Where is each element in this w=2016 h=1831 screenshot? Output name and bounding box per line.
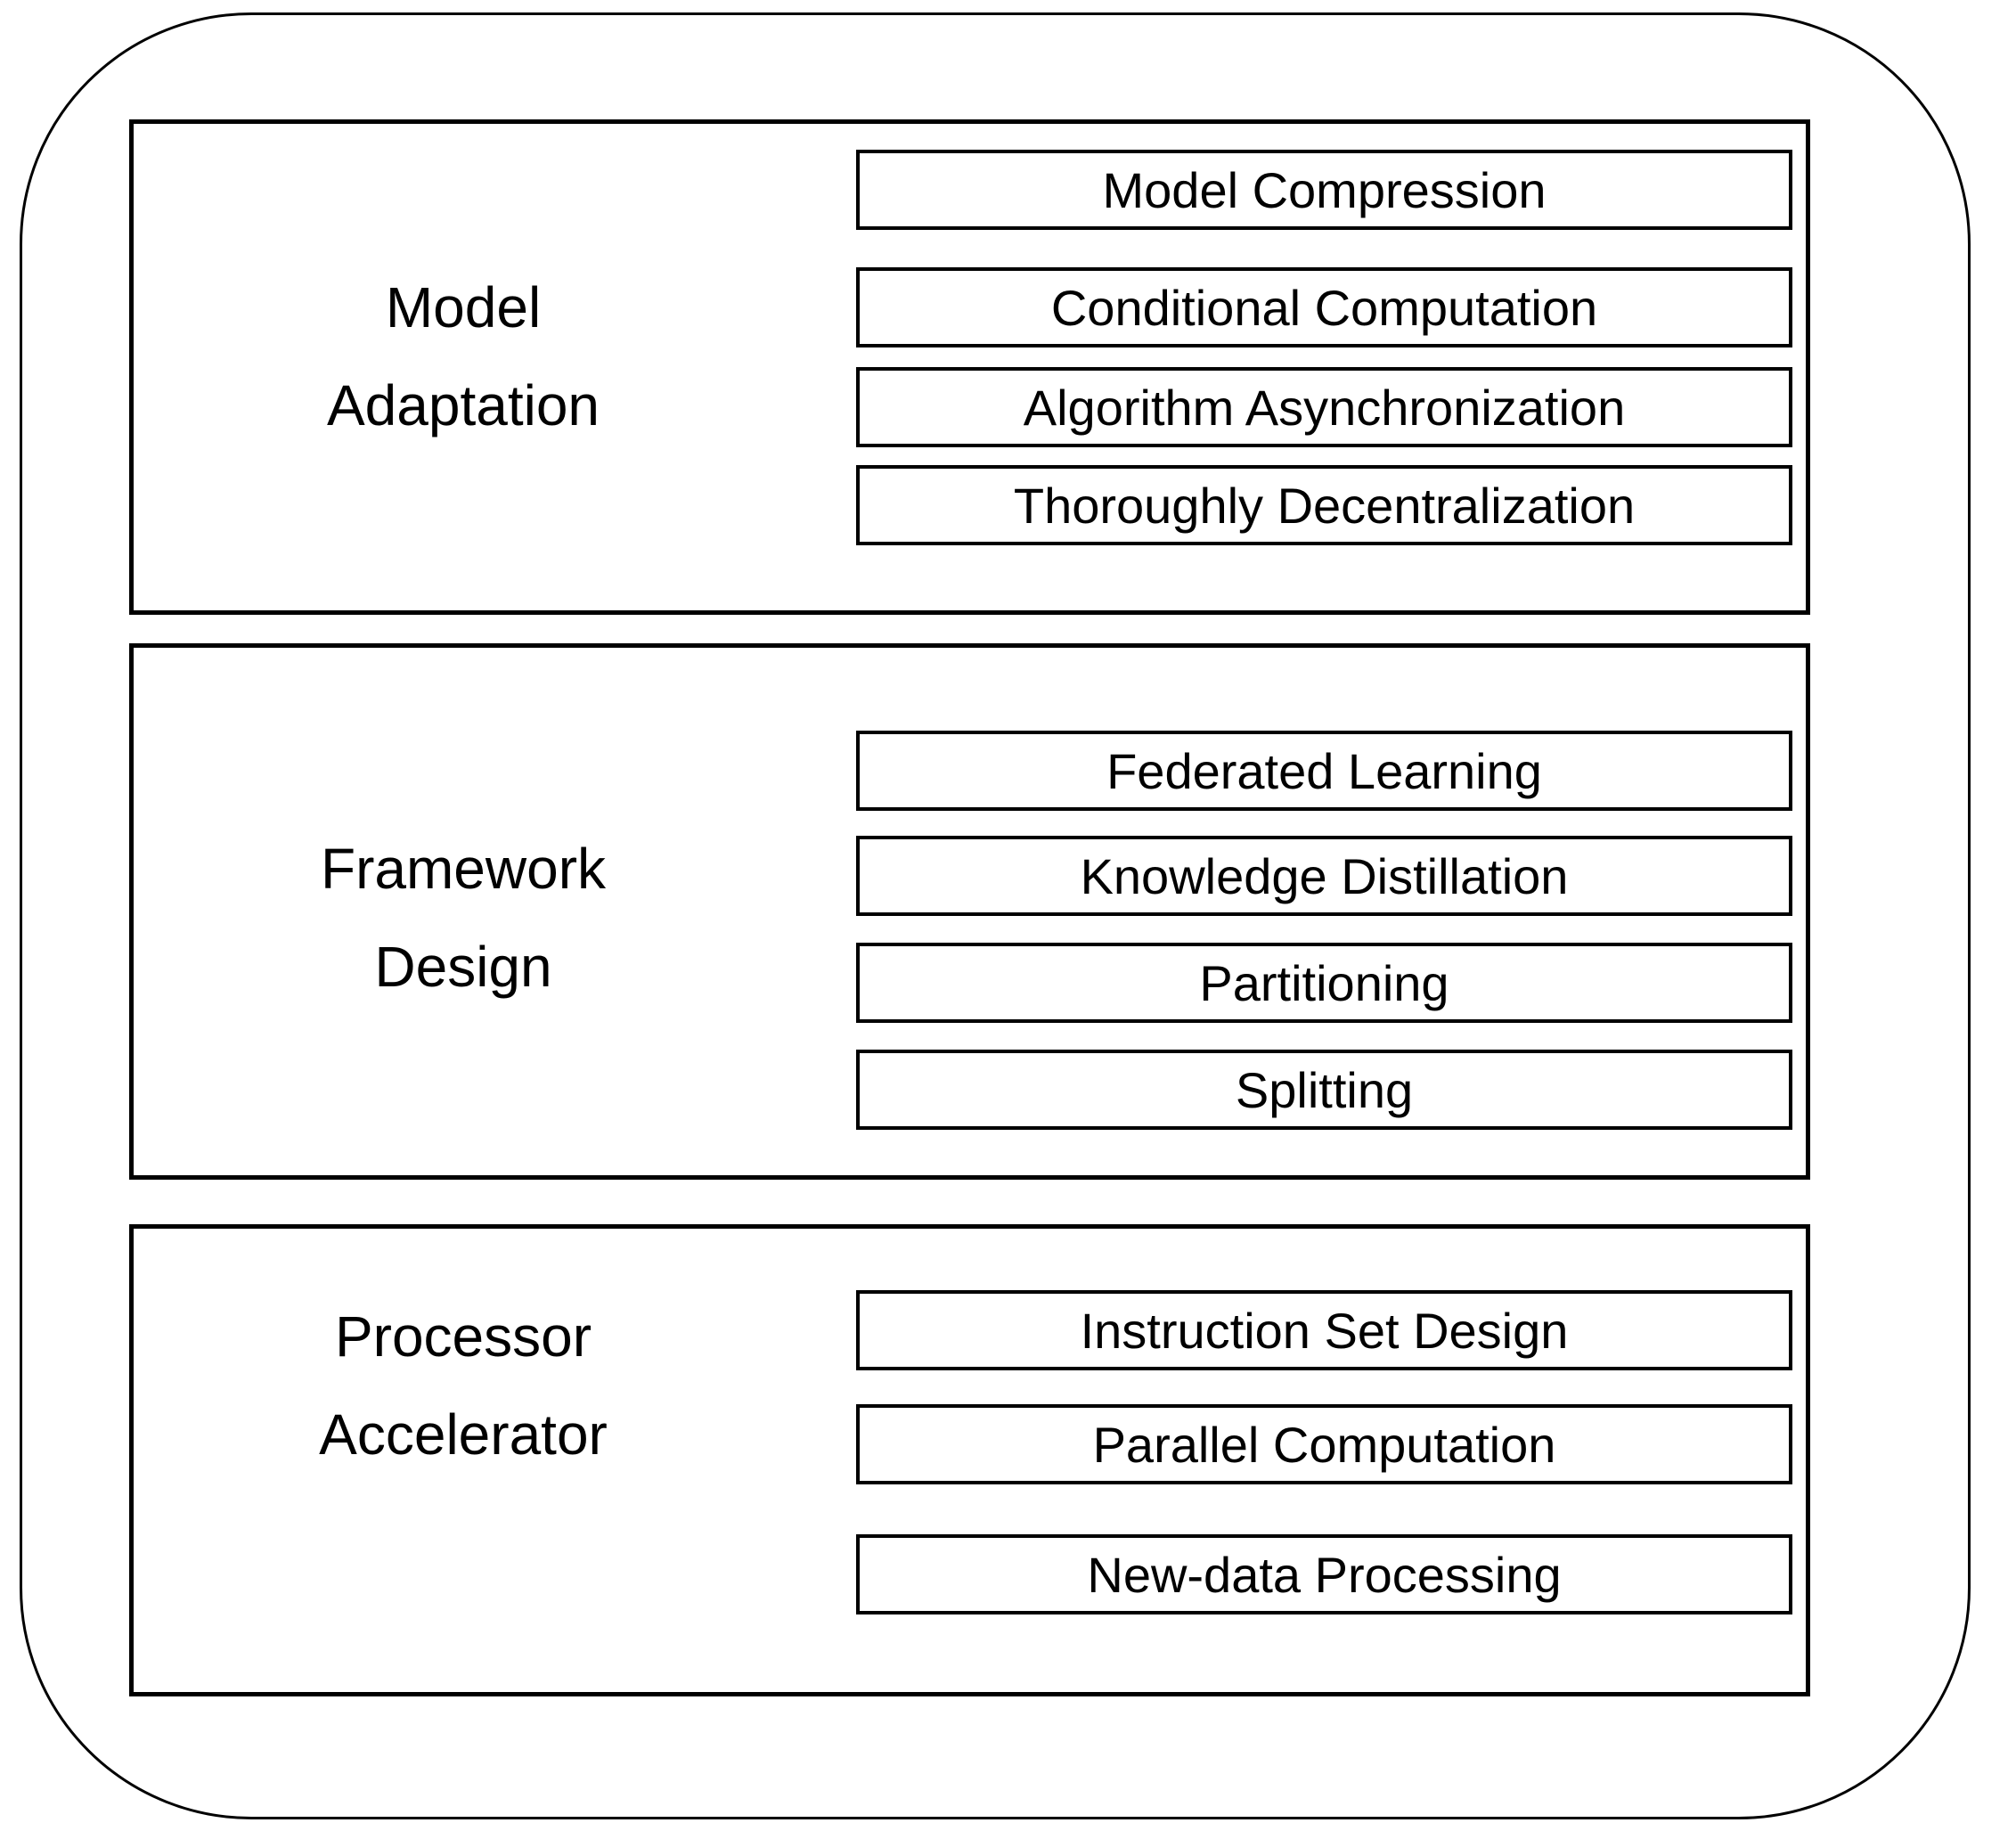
item-box-new-data-processing: New-data Processing [856,1534,1792,1614]
item-label: Parallel Computation [1092,1416,1556,1473]
item-box-conditional-computation: Conditional Computation [856,267,1792,347]
item-label: Federated Learning [1106,742,1542,799]
item-box-model-compression: Model Compression [856,150,1792,230]
item-label: Instruction Set Design [1080,1302,1569,1359]
section-label-line: Adaptation [326,373,600,437]
item-label: Knowledge Distillation [1080,847,1569,904]
section-label-line: Accelerator [319,1402,608,1467]
item-label: Conditional Computation [1050,279,1598,336]
section-label-framework-design: Framework Design [178,820,748,1016]
section-label-line: Design [374,935,552,999]
section-label-line: Framework [320,837,607,901]
section-label-model-adaptation: Model Adaptation [178,258,748,454]
item-box-splitting: Splitting [856,1050,1792,1130]
section-label-processor-accelerator: Processor Accelerator [178,1287,748,1484]
item-label: Model Compression [1102,161,1547,218]
section-label-line: Processor [334,1304,592,1369]
item-label: Splitting [1235,1061,1414,1118]
section-label-line: Model [385,275,542,339]
item-box-federated-learning: Federated Learning [856,731,1792,811]
item-box-partitioning: Partitioning [856,943,1792,1023]
item-label: Algorithm Asynchronization [1023,379,1626,436]
item-box-instruction-set-design: Instruction Set Design [856,1290,1792,1370]
item-box-algorithm-asynchronization: Algorithm Asynchronization [856,367,1792,447]
item-label: New-data Processing [1087,1546,1562,1603]
item-box-knowledge-distillation: Knowledge Distillation [856,836,1792,916]
item-box-thoroughly-decentralization: Thoroughly Decentralization [856,465,1792,545]
item-label: Partitioning [1199,954,1449,1011]
item-label: Thoroughly Decentralization [1013,477,1636,534]
item-box-parallel-computation: Parallel Computation [856,1404,1792,1484]
